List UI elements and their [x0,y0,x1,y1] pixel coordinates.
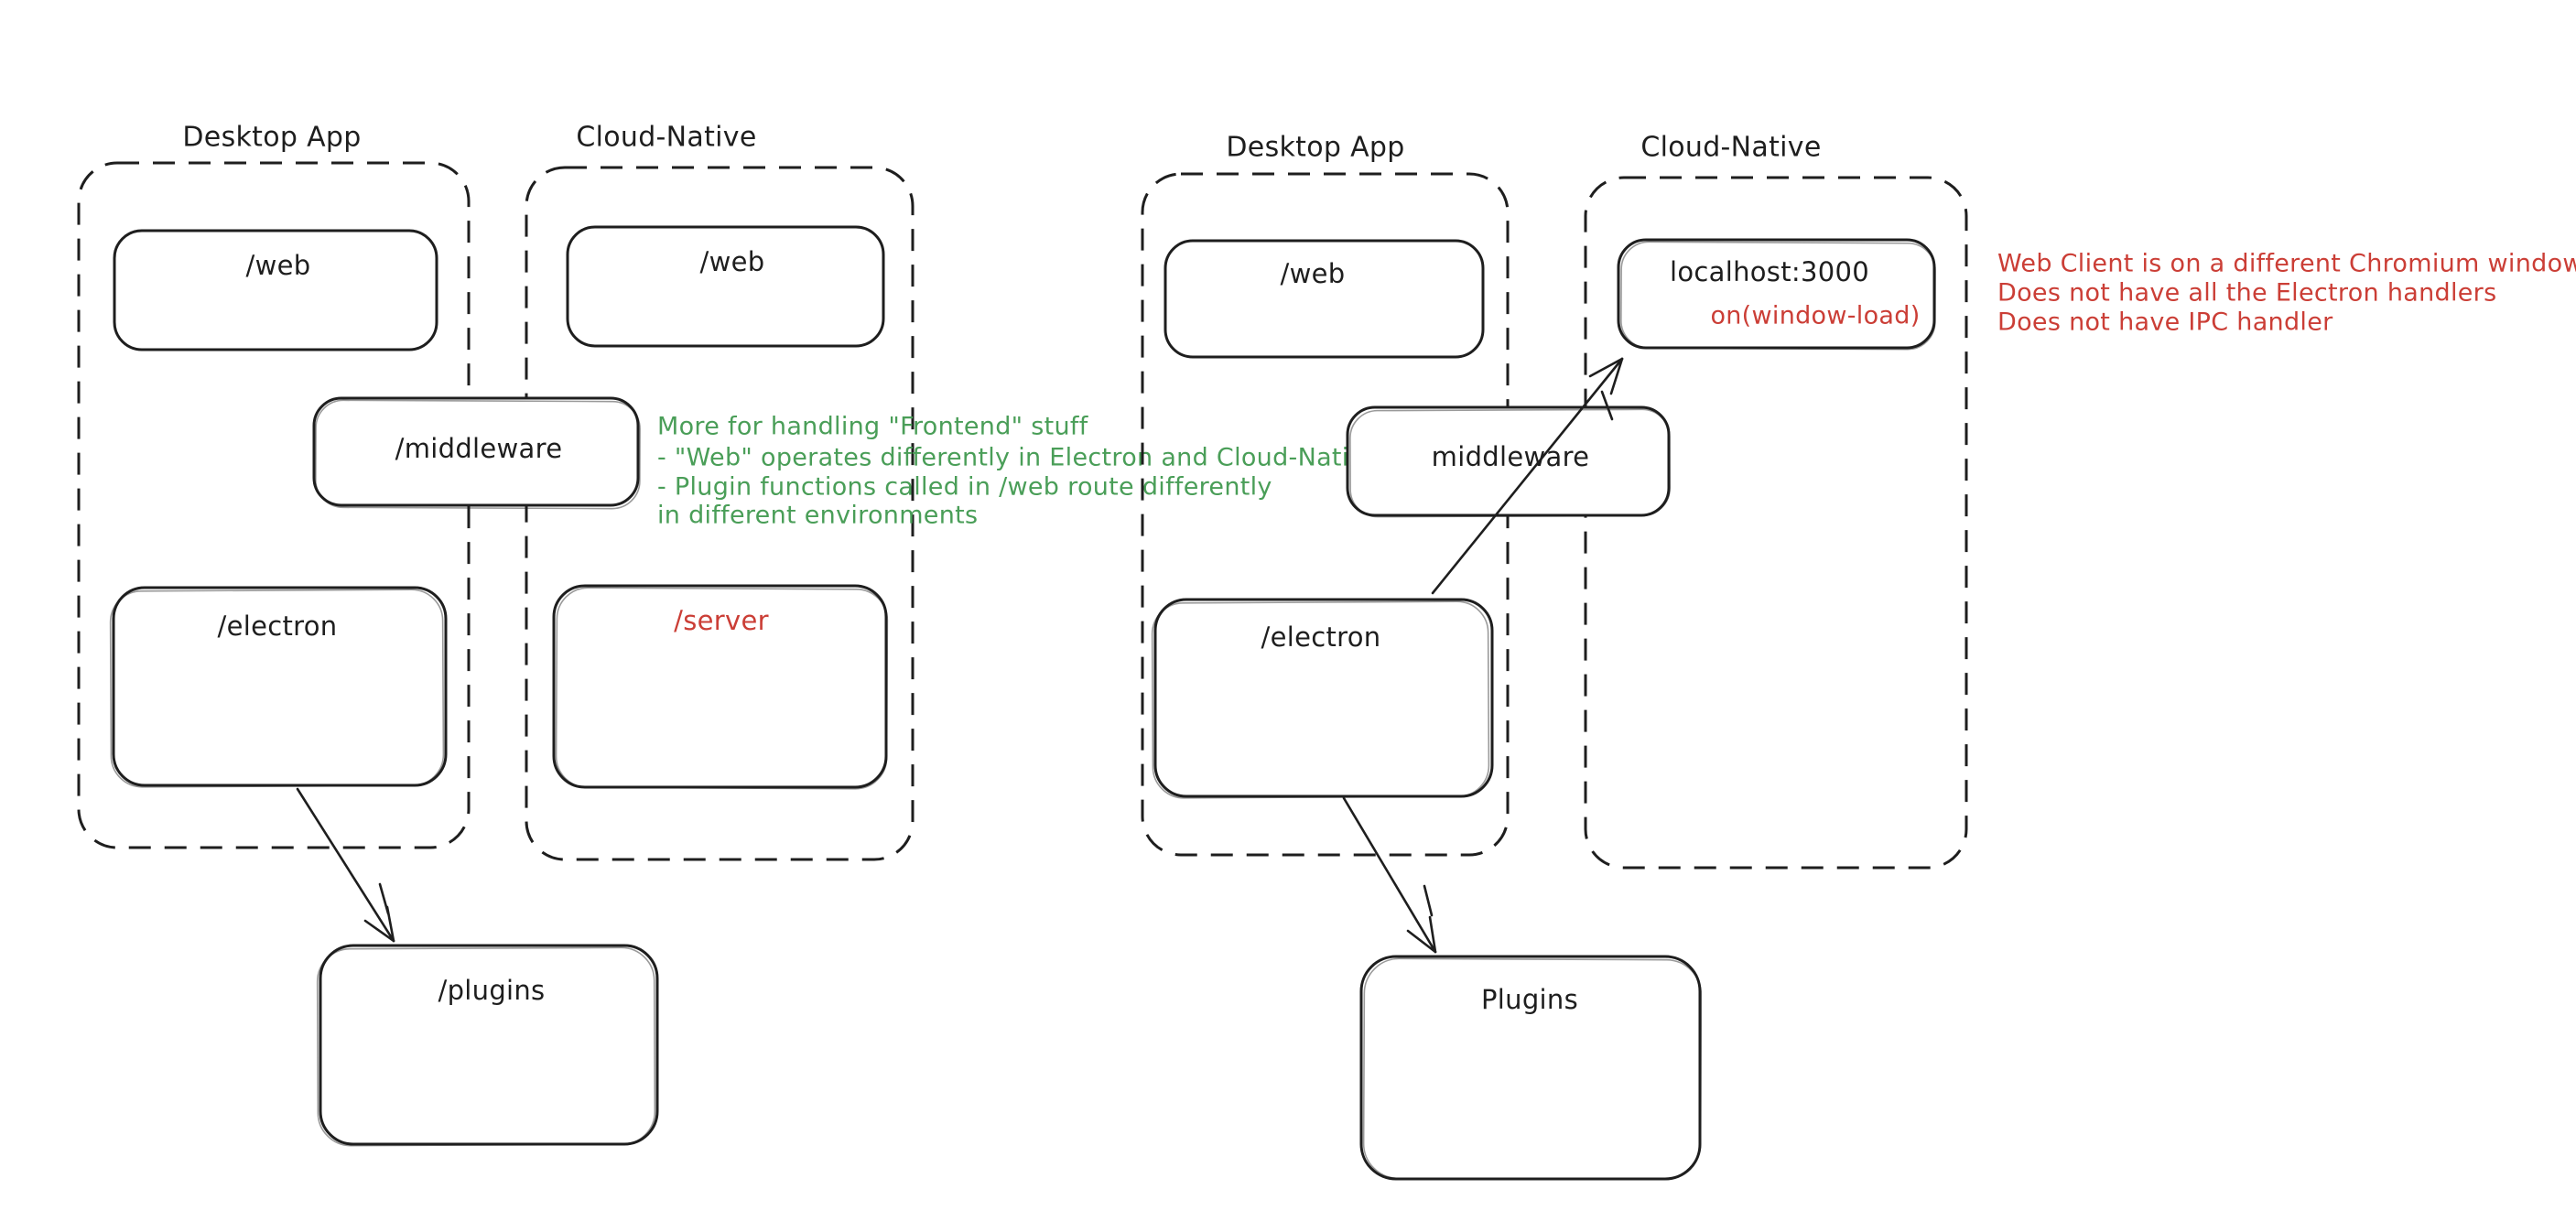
green-note-line-2: - "Web" operates differently in Electron… [657,444,1380,472]
arrow-right-electron-to-localhost [1431,357,1624,595]
sketch-echo [315,399,641,510]
arrowhead-sketch-stray [1600,390,1614,421]
arrowhead-sketch-stray [378,882,390,915]
left-plugins-label: /plugins [438,975,546,1006]
left-cloud-native-container [525,166,915,861]
right-diagram: Desktop App Cloud-Native /web localhost:… [1141,132,2576,1181]
right-localhost-box [1617,238,1936,350]
left-cloud-web-label: /web [700,246,765,277]
left-green-note: More for handling "Frontend" stuff - "We… [657,413,1380,530]
red-note-line-3: Does not have IPC handler [1997,308,2333,337]
right-electron-box [1153,598,1494,798]
sketch-echo [1151,600,1490,799]
left-electron-box [112,586,448,787]
red-note-line-2: Does not have all the Electron handlers [1997,279,2496,308]
left-desktop-web-label: /web [246,250,311,281]
right-cloud-native-label: Cloud-Native [1640,132,1821,164]
arrowhead-sketch-stray [1423,884,1434,917]
left-diagram: Desktop App Cloud-Native /web /web /midd… [77,122,1380,1147]
green-note-line-4: in different environments [657,502,978,530]
left-desktop-app-container [77,161,471,849]
right-middleware-box [1346,405,1671,517]
arrow-shaft [296,787,395,943]
arrowhead-stroke [1428,915,1437,954]
sketch-echo [316,946,656,1147]
left-desktop-web-box [113,229,438,351]
sketch-echo [1349,408,1671,518]
sketch-echo [1620,241,1936,351]
right-middleware-label: middleware [1432,441,1590,472]
arrowhead-stroke [363,919,395,943]
arrow-right-electron-to-plugins [1342,796,1437,954]
left-electron-label: /electron [218,611,338,642]
right-electron-label: /electron [1261,621,1381,653]
left-server-box [552,584,888,789]
right-red-note: Web Client is on a different Chromium wi… [1997,250,2576,337]
arrowhead-stroke [1609,357,1624,395]
right-desktop-app-label: Desktop App [1226,132,1404,164]
left-cloud-web-box [566,225,885,348]
right-plugins-box [1359,955,1702,1181]
green-note-line-1: More for handling "Frontend" stuff [657,413,1089,441]
left-plugins-box [319,944,659,1146]
arrow-left-electron-to-plugins [296,787,395,943]
left-cloud-native-label: Cloud-Native [576,122,756,154]
right-desktop-web-label: /web [1281,258,1346,289]
right-plugins-label: Plugins [1481,984,1578,1015]
sketch-echo [109,589,445,788]
left-server-label: /server [674,605,769,636]
right-desktop-web-box [1164,239,1485,359]
left-desktop-app-label: Desktop App [182,122,361,154]
right-window-load-label: on(window-load) [1710,302,1920,330]
sketch-echo [1362,957,1703,1181]
arrowhead-stroke [1406,929,1437,954]
left-middleware-label: /middleware [395,433,563,464]
sketch-echo [555,587,889,790]
arrow-shaft [1431,357,1624,595]
arrow-shaft [1342,796,1437,954]
left-middleware-box [312,396,640,507]
right-localhost-label: localhost:3000 [1670,256,1869,287]
arrowhead-stroke [1588,357,1624,378]
right-cloud-native-container [1584,176,1968,870]
green-note-line-3: - Plugin functions called in /web route … [657,473,1272,502]
red-note-line-1: Web Client is on a different Chromium wi… [1997,250,2576,278]
